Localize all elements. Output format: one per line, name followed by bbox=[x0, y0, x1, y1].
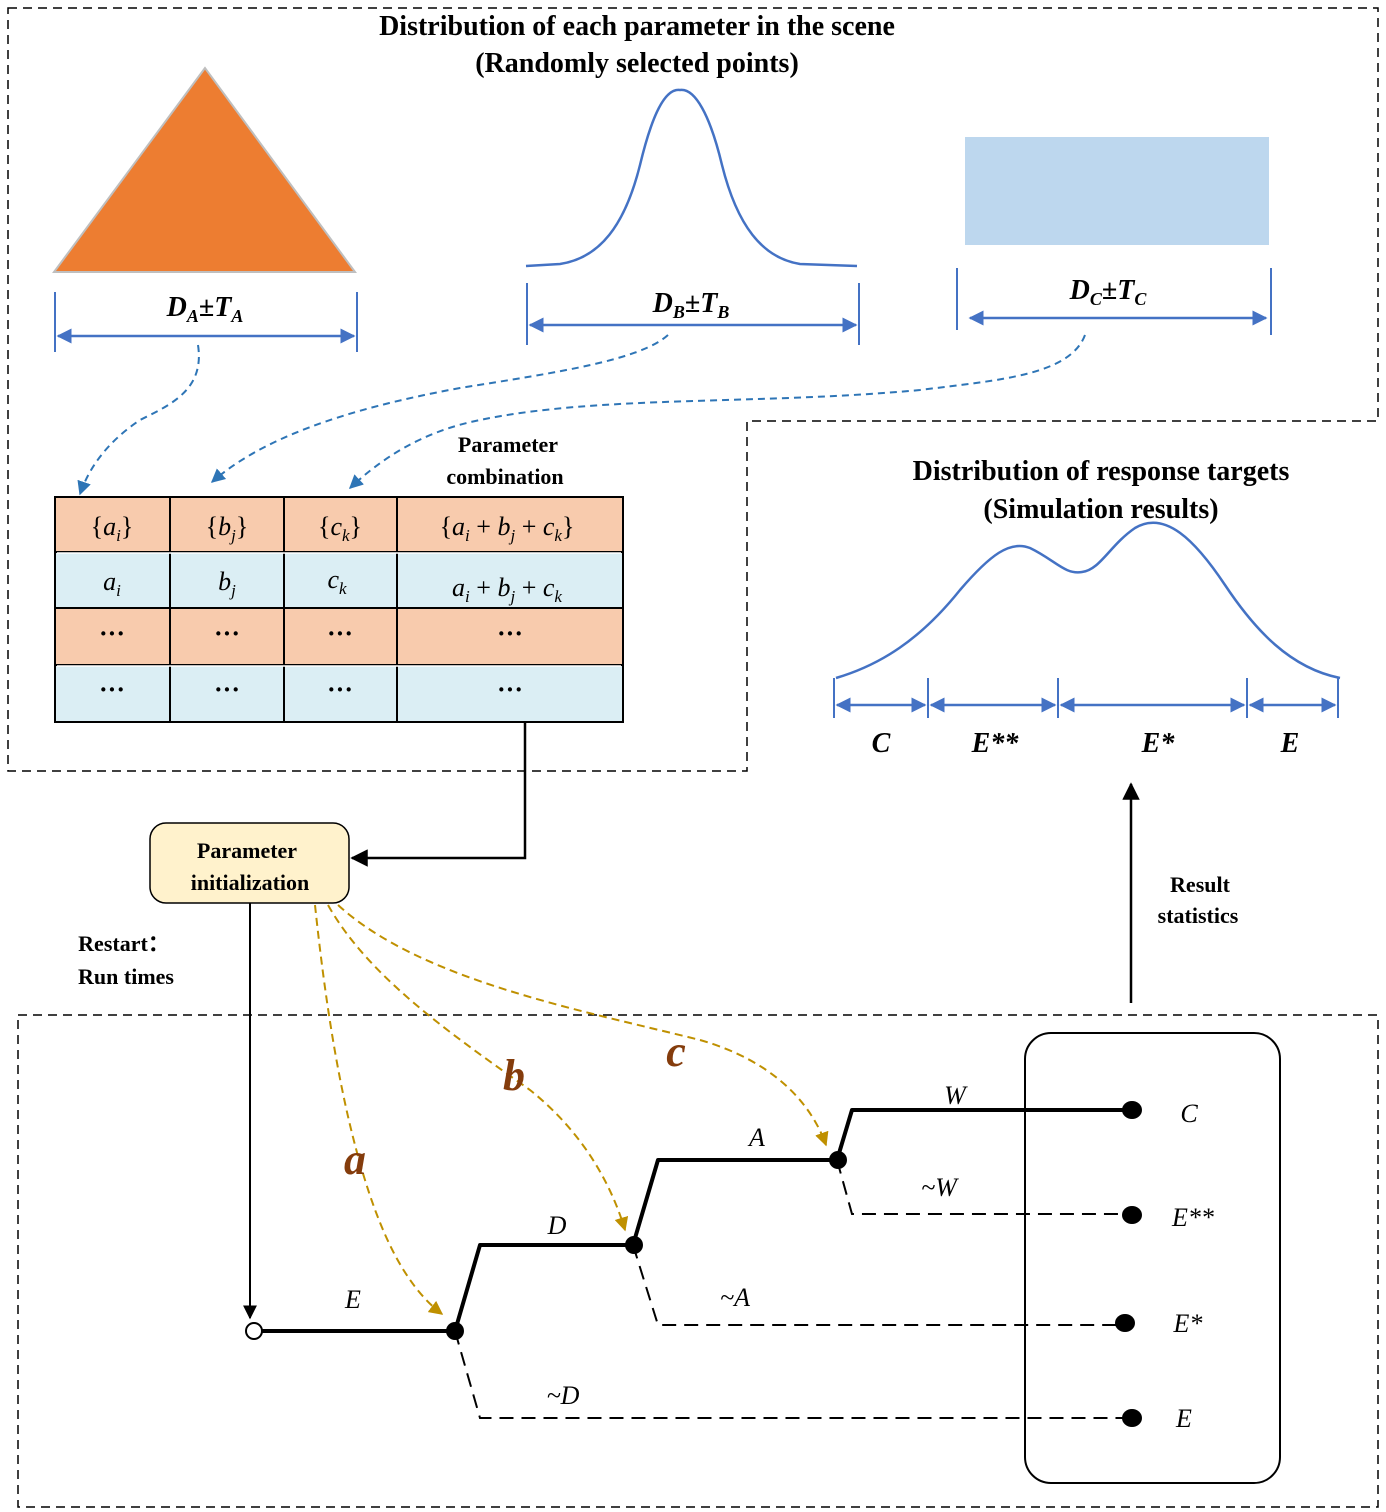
table-caption-line1: Parameter bbox=[458, 432, 558, 457]
cell-r1-b: bj bbox=[218, 567, 236, 600]
top-title: Distribution of each parameter in the sc… bbox=[379, 11, 895, 42]
failure-branch-not-d bbox=[454, 1330, 1132, 1419]
range-b-label: DB±TB bbox=[652, 288, 730, 322]
cell-header-a: {ai} bbox=[91, 512, 134, 545]
sample-arrow-c bbox=[348, 334, 1086, 489]
event-tree: E D ~D A ~A W ~W bbox=[245, 1081, 1142, 1427]
cell-r2-b: ··· bbox=[214, 619, 240, 648]
outcome-label-e2: E** bbox=[1171, 1203, 1214, 1232]
param-arrow-b bbox=[327, 904, 629, 1232]
init-label-line2: initialization bbox=[191, 870, 310, 895]
cell-r2-sum: ··· bbox=[497, 619, 523, 648]
table-caption-line2: combination bbox=[446, 464, 563, 489]
table-row-3-bg bbox=[55, 665, 623, 722]
parameter-table: {ai} {bj} {ck} {ai + bj + ck} ai bj ck a… bbox=[54, 496, 624, 723]
response-subtitle: (Simulation results) bbox=[983, 494, 1218, 525]
range-a-label: DA±TA bbox=[166, 292, 244, 326]
segment-e2-label: E** bbox=[971, 728, 1020, 759]
end-node-e bbox=[1122, 1409, 1142, 1427]
cell-header-sum: {ai + bj + ck} bbox=[440, 512, 575, 545]
failure-branch-not-w bbox=[836, 1159, 1132, 1215]
cell-r3-c: ··· bbox=[327, 675, 353, 704]
table-row-header-bg bbox=[55, 497, 623, 552]
branch-label-not-d: ~D bbox=[547, 1381, 580, 1410]
param-letter-a: a bbox=[344, 1135, 366, 1184]
segment-e-label: E bbox=[1280, 728, 1300, 759]
outcome-label-e: E bbox=[1175, 1404, 1192, 1433]
normal-distribution-curve bbox=[525, 88, 858, 268]
cell-header-b: {bj} bbox=[206, 512, 249, 545]
branch-label-w: W bbox=[944, 1081, 968, 1110]
branch-label-not-w: ~W bbox=[921, 1173, 959, 1202]
node-w bbox=[829, 1151, 847, 1169]
param-arrow-c bbox=[337, 904, 829, 1147]
segment-e1-label: E* bbox=[1141, 728, 1176, 759]
outcome-box bbox=[1024, 1032, 1281, 1484]
branch-label-not-a: ~A bbox=[720, 1283, 750, 1312]
uniform-distribution-rect bbox=[965, 137, 1269, 245]
triangle-distribution-shape bbox=[52, 66, 357, 273]
end-node-e1 bbox=[1115, 1314, 1135, 1332]
success-path bbox=[262, 1108, 1132, 1333]
outcome-label-c: C bbox=[1180, 1099, 1198, 1128]
cell-r3-sum: ··· bbox=[497, 675, 523, 704]
param-letter-b: b bbox=[503, 1051, 525, 1100]
cell-r1-sum: ai + bj + ck bbox=[452, 573, 562, 606]
restart-label-line2: Run times bbox=[78, 964, 174, 989]
cell-header-c: {ck} bbox=[318, 512, 362, 545]
param-arrow-a bbox=[314, 904, 444, 1315]
outcome-label-e1: E* bbox=[1173, 1309, 1203, 1338]
node-a bbox=[625, 1236, 643, 1254]
cell-r1-a: ai bbox=[103, 567, 121, 600]
end-node-e2 bbox=[1122, 1206, 1142, 1224]
cell-r2-c: ··· bbox=[327, 619, 353, 648]
segment-c-label: C bbox=[872, 728, 891, 759]
range-c-label: DC±TC bbox=[1069, 275, 1148, 309]
table-row-2-bg bbox=[55, 608, 623, 665]
init-label-line1: Parameter bbox=[197, 838, 297, 863]
sample-arrow-a bbox=[77, 344, 200, 496]
branch-label-d: D bbox=[547, 1211, 567, 1240]
param-letter-c: c bbox=[666, 1027, 686, 1076]
branch-label-e: E bbox=[344, 1285, 361, 1314]
start-node bbox=[245, 1322, 263, 1340]
top-subtitle: (Randomly selected points) bbox=[475, 48, 799, 79]
table-to-init-connector bbox=[350, 722, 527, 867]
bimodal-distribution-curve bbox=[835, 521, 1341, 680]
node-d bbox=[446, 1322, 464, 1340]
failure-branch-not-a bbox=[632, 1244, 1125, 1326]
result-label-line2: statistics bbox=[1158, 903, 1239, 928]
response-title: Distribution of response targets bbox=[913, 456, 1290, 487]
cell-r3-b: ··· bbox=[214, 675, 240, 704]
top-section-frame bbox=[7, 7, 1379, 772]
restart-label-line1: Restart： bbox=[78, 931, 170, 956]
end-node-c bbox=[1122, 1101, 1142, 1119]
cell-r3-a: ··· bbox=[99, 675, 125, 704]
table-row-1-bg bbox=[55, 552, 623, 608]
result-label-line1: Result bbox=[1170, 872, 1231, 897]
cell-r2-a: ··· bbox=[99, 619, 125, 648]
event-tree-frame bbox=[17, 1014, 1379, 1508]
cell-r1-c: ck bbox=[327, 565, 347, 598]
branch-label-a: A bbox=[747, 1123, 765, 1152]
sample-arrow-b bbox=[210, 334, 669, 483]
